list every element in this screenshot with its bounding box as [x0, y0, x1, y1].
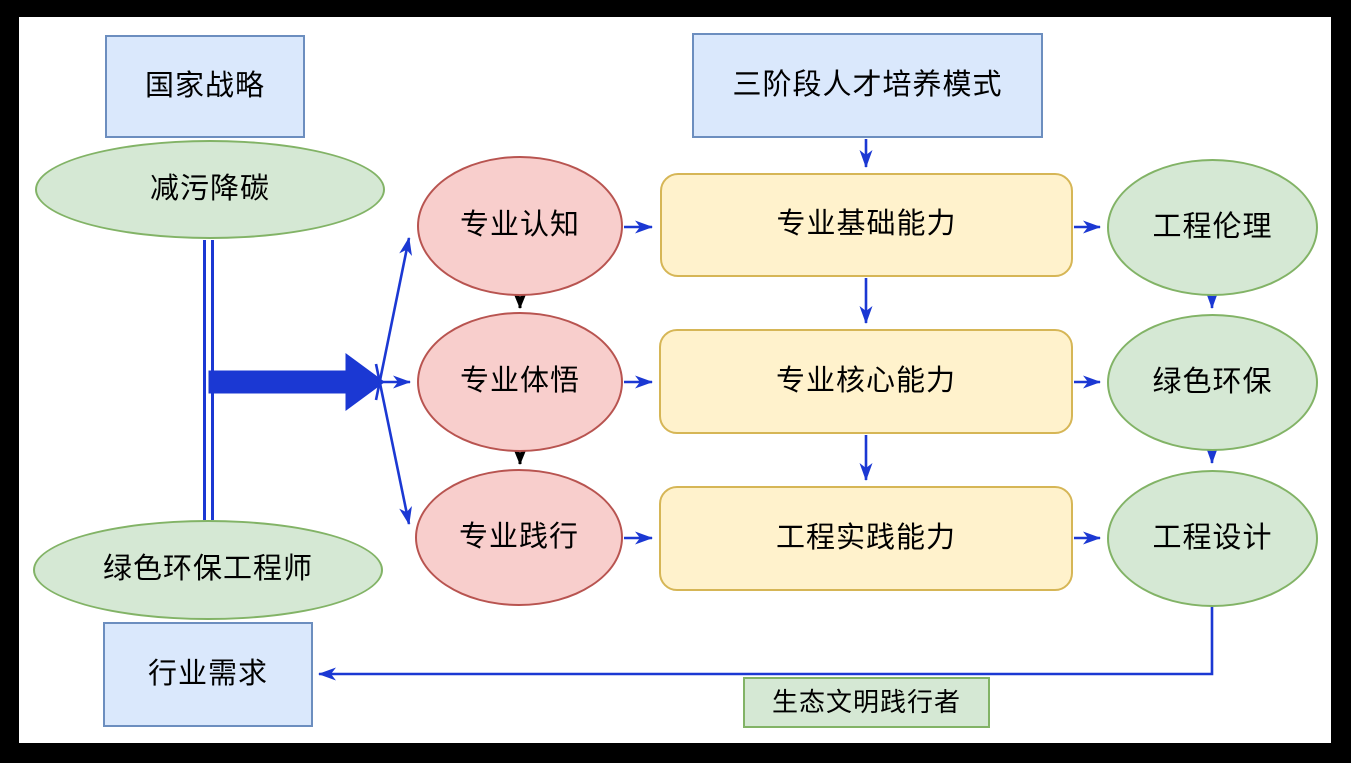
arrow-design-to-industry-demand — [318, 607, 1214, 681]
node-ethics: 工程伦理 — [1107, 159, 1318, 296]
node-pollution-carbon: 减污降碳 — [35, 140, 385, 239]
big-block-arrow — [208, 353, 385, 411]
node-industry-demand: 行业需求 — [103, 622, 313, 727]
node-eco-practitioner: 生态文明践行者 — [743, 677, 990, 728]
node-green-engineer: 绿色环保工程师 — [33, 520, 383, 620]
node-green-env: 绿色环保 — [1107, 314, 1318, 451]
node-comprehension: 专业体悟 — [417, 312, 623, 452]
node-cognition: 专业认知 — [417, 156, 623, 296]
node-national-strategy: 国家战略 — [105, 35, 305, 138]
node-core-ability: 专业核心能力 — [659, 329, 1073, 434]
node-three-stage-model: 三阶段人才培养模式 — [692, 33, 1043, 138]
arrow-to-cognition — [374, 237, 412, 401]
node-practice: 专业践行 — [415, 469, 623, 606]
node-basic-ability: 专业基础能力 — [660, 173, 1073, 277]
node-eng-design: 工程设计 — [1107, 470, 1318, 607]
arrow-to-practice — [374, 363, 412, 525]
node-practice-ability: 工程实践能力 — [659, 486, 1073, 591]
